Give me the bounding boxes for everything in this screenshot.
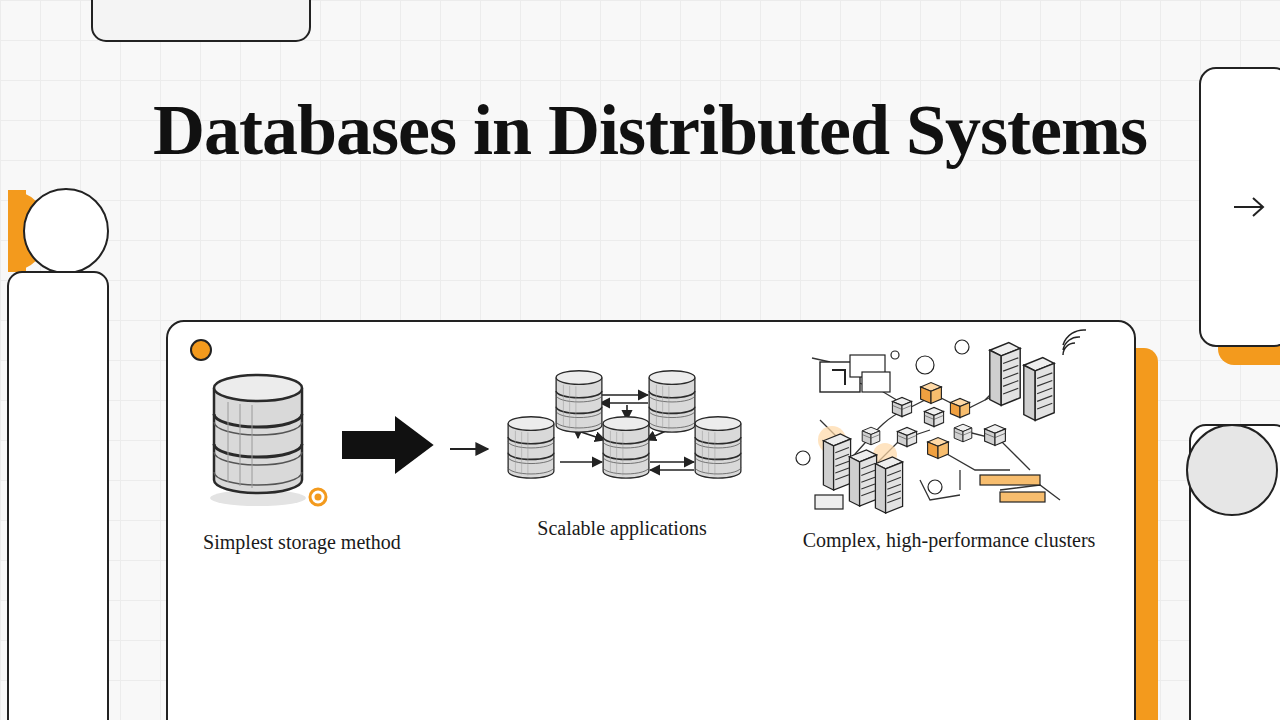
content-card: Simplest storage method Scalable applicat… [166, 320, 1136, 720]
title: Databases in Distributed Systems [140, 78, 1160, 182]
caption: Scalable applications [537, 516, 706, 540]
caption: Complex, high-performance clusters [803, 528, 1096, 552]
caption: Simplest storage method [203, 530, 401, 554]
